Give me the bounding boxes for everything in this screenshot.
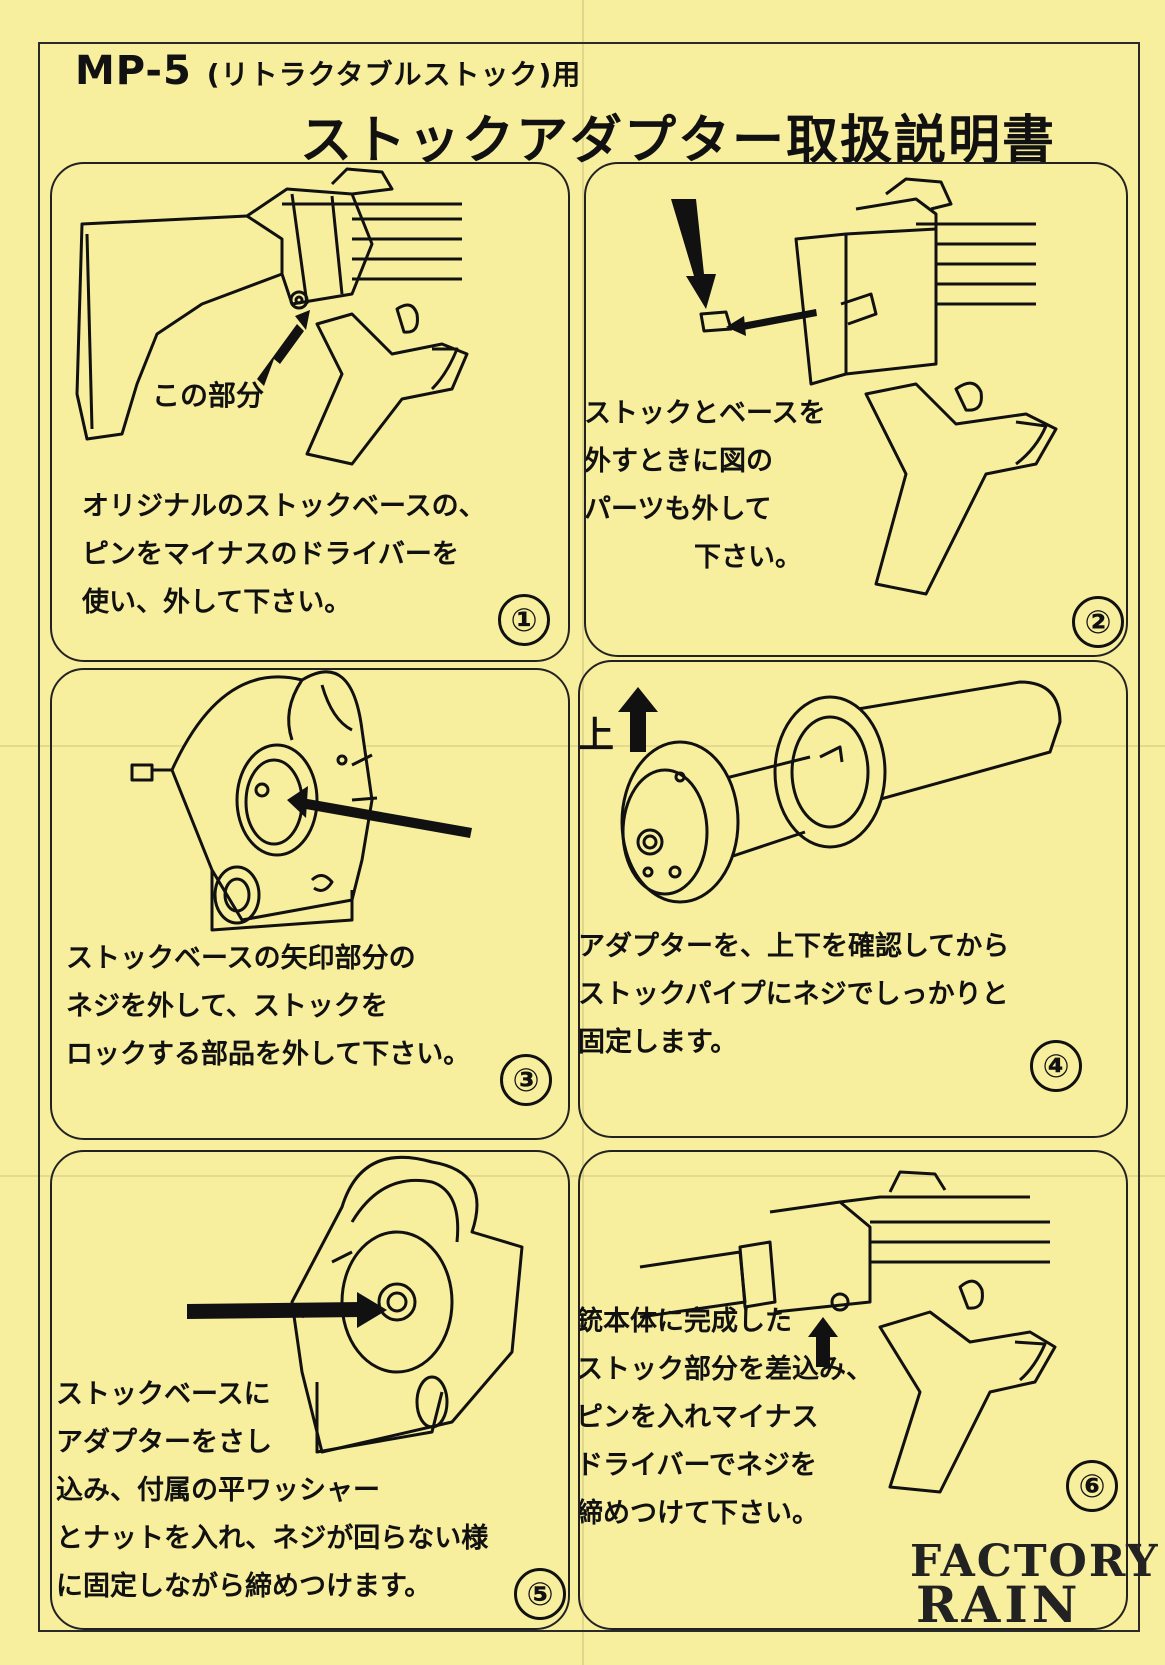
model-subtitle: (リトラクタブルストック)用 — [206, 58, 582, 91]
step-panel-4: 上 アダプターを、上下を確認してから ストックパイプにネジでしっかりと 固定しま… — [578, 660, 1128, 1138]
fold-line-vertical — [582, 0, 584, 1665]
logo-line-2: RAIN — [916, 1575, 1082, 1634]
step-panel-1: この部分 オリジナルのストックベースの、 ピンをマイナスのドライバーを 使い、外… — [50, 162, 570, 662]
step-5-line-5: に固定しながら締めつけます。 — [56, 1571, 432, 1602]
step-1-line-2: ピンをマイナスのドライバーを — [82, 539, 459, 570]
gun-receiver-illustration — [699, 177, 1058, 596]
step-1-line-1: オリジナルのストックベースの、 — [82, 491, 486, 522]
step-2-line-2: 外すときに図の — [584, 446, 773, 477]
step-6-line-1: 銃本体に完成した — [578, 1306, 792, 1337]
callout-label: この部分 — [152, 379, 265, 412]
logo-line-1: FACTORY — [910, 1536, 1160, 1587]
step-4-line-1: アダプターを、上下を確認してから — [578, 931, 1010, 962]
gun-rear-illustration — [75, 167, 469, 466]
step-2-line-3: パーツも外して — [584, 494, 772, 525]
step-6-line-3: ピンを入れマイナス — [578, 1402, 819, 1433]
step-5-line-2: アダプターをさし — [56, 1427, 272, 1458]
arrow-icon — [287, 786, 472, 838]
step-panel-2: ストックとベースを 外すときに図の パーツも外して 下さい。 ② — [584, 162, 1128, 657]
page-border — [38, 42, 1140, 1632]
step-1-line-3: 使い、外して下さい。 — [82, 587, 352, 618]
assembled-gun-illustration — [639, 1170, 1057, 1494]
step-panel-3: ストックベースの矢印部分の ネジを外して、ストックを ロックする部品を外して下さ… — [50, 668, 570, 1140]
callout-up-label: 上 — [578, 715, 615, 756]
step-number-5: ⑤ — [514, 1568, 566, 1620]
step-6-line-4: ドライバーでネジを — [578, 1450, 817, 1481]
step-4-line-2: ストックパイプにネジでしっかりと — [578, 979, 1009, 1010]
stock-base-adapter-illustration — [290, 1155, 524, 1454]
up-arrow-icon — [808, 1317, 838, 1367]
step-number-3: ③ — [500, 1054, 552, 1106]
step-2-line-1: ストックとベースを — [584, 398, 826, 429]
up-arrow-icon — [618, 687, 658, 752]
step-5-line-4: とナットを入れ、ネジが回らない様 — [56, 1523, 489, 1554]
step-2-line-4: 下さい。 — [694, 542, 802, 573]
model-heading: MP-5 (リトラクタブルストック)用 — [75, 48, 581, 94]
step-number-2: ② — [1072, 596, 1124, 648]
arrow-icon — [257, 310, 310, 386]
step-panel-6: 銃本体に完成した ストック部分を差込み、 ピンを入れマイナス ドライバーでネジを… — [578, 1150, 1128, 1630]
fold-line-horizontal — [0, 745, 1165, 747]
model-name: MP-5 — [75, 48, 192, 94]
stock-pipe-adapter-illustration — [620, 680, 1062, 904]
factory-rain-logo: FACTORY RAIN — [910, 1540, 1160, 1630]
step-number-6: ⑥ — [1066, 1460, 1118, 1512]
step-6-line-5: 締めつけて下さい。 — [578, 1498, 819, 1529]
step-3-line-1: ストックベースの矢印部分の — [66, 943, 416, 974]
step-3-line-3: ロックする部品を外して下さい。 — [66, 1039, 471, 1070]
page-title: ストックアダプター取扱説明書 — [300, 111, 1057, 171]
step-number-4: ④ — [1030, 1040, 1082, 1092]
step-6-line-2: ストック部分を差込み、 — [578, 1354, 873, 1385]
step-4-line-3: 固定します。 — [578, 1027, 738, 1058]
step-3-line-2: ネジを外して、ストックを — [66, 991, 388, 1022]
arrow-icon — [187, 1292, 387, 1328]
step-number-1: ① — [498, 594, 550, 646]
arrow-icon — [671, 199, 817, 336]
step-5-line-3: 込み、付属の平ワッシャー — [56, 1475, 380, 1506]
step-5-line-1: ストックベースに — [56, 1379, 271, 1410]
stock-base-illustration — [130, 670, 378, 932]
step-panel-5: ストックベースに アダプターをさし 込み、付属の平ワッシャー とナットを入れ、ネ… — [50, 1150, 570, 1630]
